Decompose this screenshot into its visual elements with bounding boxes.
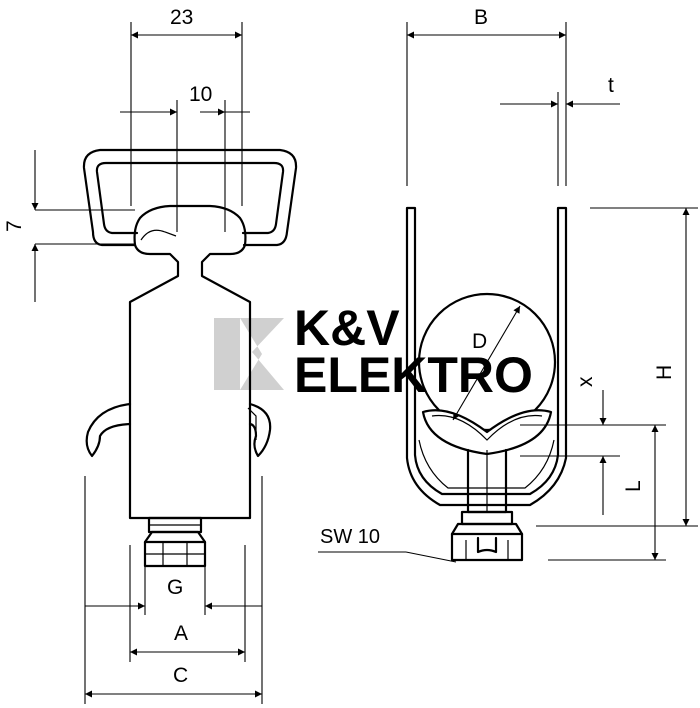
dimension-x-label: x — [574, 376, 597, 387]
dimension-H-label: H — [653, 365, 676, 380]
dimension-10-label: 10 — [189, 83, 212, 106]
dimension-A-label: A — [174, 622, 188, 645]
side-view-dimensions: B t D H x L SW 10 — [318, 6, 698, 563]
front-view — [82, 148, 298, 568]
dimension-23-label: 23 — [170, 6, 193, 29]
dimension-C-label: C — [173, 664, 188, 687]
watermark-line2: ELEKTRO — [294, 347, 533, 403]
front-view-dimensions: 23 10 7 G A C — [3, 6, 263, 704]
dimension-D-label: D — [472, 330, 487, 353]
side-view — [405, 206, 568, 562]
dimension-G-label: G — [167, 576, 183, 599]
dimension-t-label: t — [608, 74, 614, 97]
wrench-size-label: SW 10 — [320, 526, 380, 548]
dimension-7-label: 7 — [3, 220, 26, 232]
dimension-L-label: L — [622, 480, 645, 492]
watermark-line1: K&V — [294, 300, 400, 356]
dimension-B-label: B — [474, 6, 488, 29]
